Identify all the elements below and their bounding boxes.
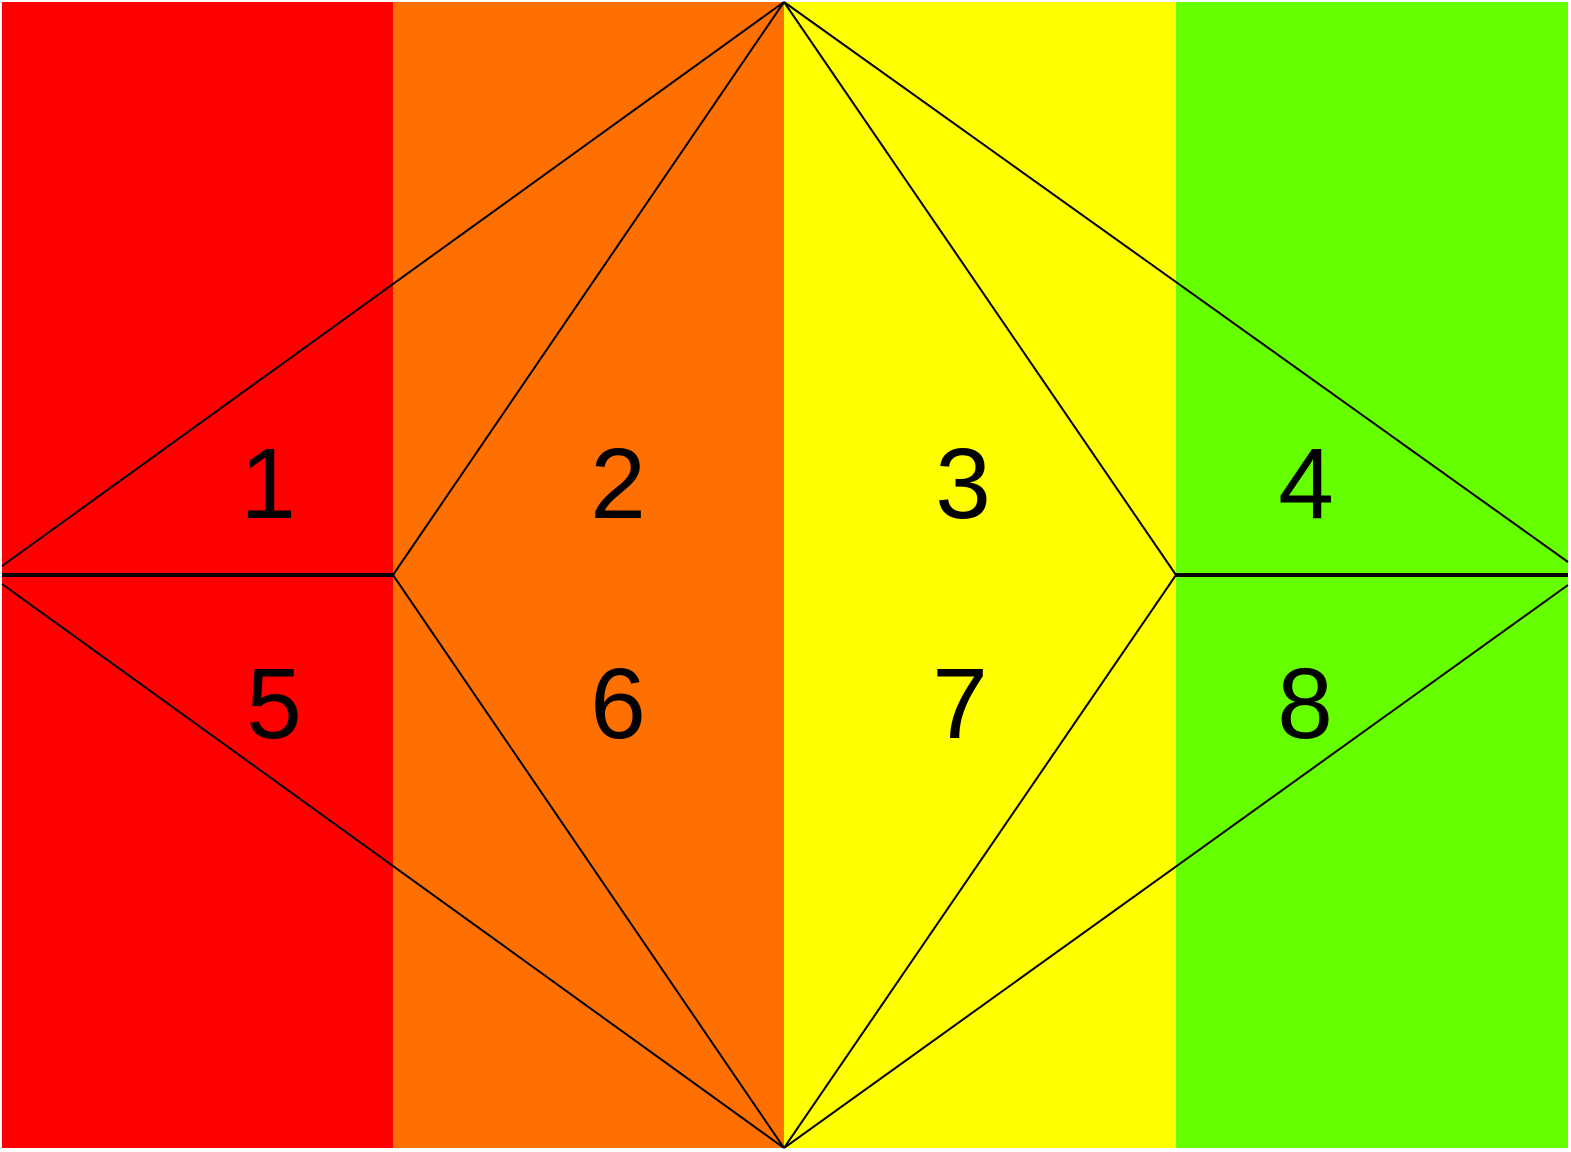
- edge-right-upper-inner: [783, 1, 1177, 576]
- region-label-1: 1: [240, 428, 296, 540]
- region-label-3: 3: [935, 428, 991, 540]
- edge-right-lower-outer: [783, 584, 1569, 1149]
- stripe-orange: [393, 2, 784, 1148]
- region-label-8: 8: [1277, 648, 1333, 760]
- edge-right-upper-outer: [783, 1, 1569, 563]
- region-label-7: 7: [932, 648, 988, 760]
- edge-left-upper-outer: [1, 1, 785, 567]
- edge-left-upper-inner: [392, 1, 785, 576]
- stripe-yellow: [784, 2, 1176, 1148]
- edge-left-lower-inner: [392, 574, 785, 1149]
- region-label-5: 5: [246, 648, 302, 760]
- region-label-4: 4: [1278, 428, 1334, 540]
- region-labels: 1 2 3 4 5 6 7 8: [240, 428, 1334, 760]
- region-label-2: 2: [590, 428, 646, 540]
- region-label-6: 6: [590, 648, 646, 760]
- edge-right-lower-inner: [783, 574, 1177, 1149]
- edge-left-lower-outer: [1, 583, 785, 1149]
